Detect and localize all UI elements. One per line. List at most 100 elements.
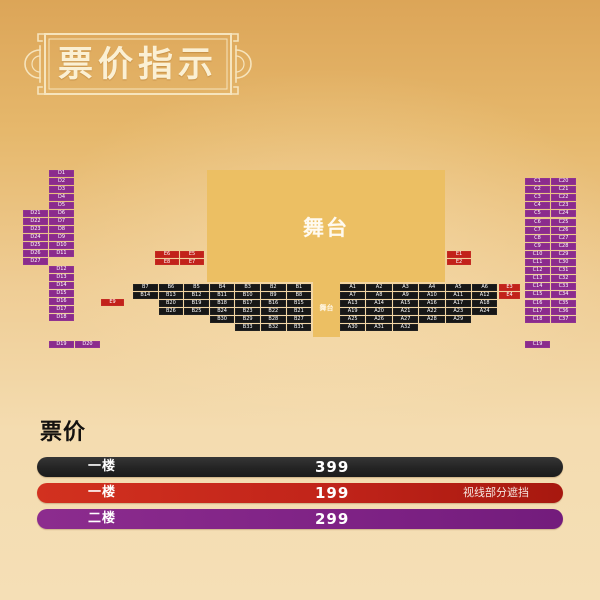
seat-c26[interactable]: C26 <box>551 226 576 234</box>
seat-d26[interactable]: D26 <box>23 250 48 257</box>
seat-a28[interactable]: A28 <box>419 316 445 323</box>
seat-b23[interactable]: B23 <box>235 308 260 315</box>
seat-c6[interactable]: C6 <box>525 218 550 226</box>
seat-d10[interactable]: D10 <box>49 242 74 249</box>
seat-b6[interactable]: B6 <box>158 284 184 291</box>
seat-c18[interactable]: C18 <box>525 315 550 323</box>
seat-d12[interactable]: D12 <box>49 266 74 273</box>
seat-c13[interactable]: C13 <box>525 275 550 283</box>
seat-c23[interactable]: C23 <box>551 202 576 210</box>
seat-a15[interactable]: A15 <box>392 300 419 307</box>
seat-c4[interactable]: C4 <box>525 202 550 210</box>
seat-d3[interactable]: D3 <box>49 186 74 193</box>
seat-b8[interactable]: B8 <box>286 292 312 299</box>
seat-c32[interactable]: C32 <box>551 275 576 283</box>
seat-b1[interactable]: B1 <box>286 284 312 291</box>
seat-c25[interactable]: C25 <box>551 218 576 226</box>
seat-c33[interactable]: C33 <box>551 283 576 291</box>
seat-b30[interactable]: B30 <box>209 316 235 323</box>
seat-d15[interactable]: D15 <box>49 290 74 297</box>
seat-b32[interactable]: B32 <box>261 324 286 331</box>
seat-a18[interactable]: A18 <box>472 300 498 307</box>
seat-c9[interactable]: C9 <box>525 242 550 250</box>
seat-d1[interactable]: D1 <box>49 170 74 177</box>
seat-b22[interactable]: B22 <box>261 308 286 315</box>
seat-d20[interactable]: D20 <box>75 341 100 348</box>
seat-c17[interactable]: C17 <box>525 307 550 315</box>
seat-c8[interactable]: C8 <box>525 234 550 242</box>
seat-e8[interactable]: E8 <box>155 258 179 265</box>
seat-b4[interactable]: B4 <box>209 284 235 291</box>
seat-b11[interactable]: B11 <box>209 292 235 299</box>
seat-b9[interactable]: B9 <box>261 292 286 299</box>
seat-b13[interactable]: B13 <box>158 292 184 299</box>
seat-b18[interactable]: B18 <box>209 300 235 307</box>
seat-a9[interactable]: A9 <box>392 292 419 299</box>
seat-d23[interactable]: D23 <box>23 226 48 233</box>
seat-a14[interactable]: A14 <box>366 300 392 307</box>
seat-b25[interactable]: B25 <box>184 308 209 315</box>
seat-a1[interactable]: A1 <box>340 284 366 291</box>
seat-a29[interactable]: A29 <box>445 316 471 323</box>
seat-e7[interactable]: E7 <box>180 258 204 265</box>
seat-a24[interactable]: A24 <box>472 308 498 315</box>
seat-a16[interactable]: A16 <box>419 300 445 307</box>
seat-a22[interactable]: A22 <box>419 308 445 315</box>
seat-e5[interactable]: E5 <box>180 251 204 258</box>
seat-d7[interactable]: D7 <box>49 218 74 225</box>
seat-c16[interactable]: C16 <box>525 299 550 307</box>
seat-c21[interactable]: C21 <box>551 186 576 194</box>
seat-a30[interactable]: A30 <box>340 324 366 331</box>
seat-b14[interactable]: B14 <box>133 292 158 299</box>
seat-c22[interactable]: C22 <box>551 194 576 202</box>
seat-d24[interactable]: D24 <box>23 234 48 241</box>
seat-d21[interactable]: D21 <box>23 210 48 217</box>
seat-a12[interactable]: A12 <box>472 292 498 299</box>
seat-e9[interactable]: E9 <box>101 299 124 306</box>
seat-d11[interactable]: D11 <box>49 250 74 257</box>
seat-b2[interactable]: B2 <box>261 284 286 291</box>
seat-b15[interactable]: B15 <box>286 300 312 307</box>
seat-c15[interactable]: C15 <box>525 291 550 299</box>
seat-a27[interactable]: A27 <box>392 316 419 323</box>
seat-b26[interactable]: B26 <box>158 308 184 315</box>
seat-d14[interactable]: D14 <box>49 282 74 289</box>
seat-c28[interactable]: C28 <box>551 242 576 250</box>
seat-a11[interactable]: A11 <box>445 292 471 299</box>
seat-c7[interactable]: C7 <box>525 226 550 234</box>
seat-a2[interactable]: A2 <box>366 284 392 291</box>
seat-b16[interactable]: B16 <box>261 300 286 307</box>
seat-a3[interactable]: A3 <box>392 284 419 291</box>
seat-d5[interactable]: D5 <box>49 202 74 209</box>
seat-b17[interactable]: B17 <box>235 300 260 307</box>
seat-e2[interactable]: E2 <box>447 258 471 265</box>
seat-a7[interactable]: A7 <box>340 292 366 299</box>
seat-d2[interactable]: D2 <box>49 178 74 185</box>
seat-c29[interactable]: C29 <box>551 250 576 258</box>
seat-b29[interactable]: B29 <box>235 316 260 323</box>
seat-c12[interactable]: C12 <box>525 267 550 275</box>
seat-d27[interactable]: D27 <box>23 258 48 265</box>
seat-e6[interactable]: E6 <box>155 251 179 258</box>
seat-d13[interactable]: D13 <box>49 274 74 281</box>
seat-a26[interactable]: A26 <box>366 316 392 323</box>
seat-c3[interactable]: C3 <box>525 194 550 202</box>
seat-b27[interactable]: B27 <box>286 316 312 323</box>
seat-a17[interactable]: A17 <box>445 300 471 307</box>
seat-d25[interactable]: D25 <box>23 242 48 249</box>
seat-a31[interactable]: A31 <box>366 324 392 331</box>
seat-b5[interactable]: B5 <box>184 284 209 291</box>
seat-c35[interactable]: C35 <box>551 299 576 307</box>
seat-e4[interactable]: E4 <box>499 292 520 299</box>
seat-d19[interactable]: D19 <box>49 341 74 348</box>
seat-c37[interactable]: C37 <box>551 315 576 323</box>
seat-d22[interactable]: D22 <box>23 218 48 225</box>
seat-b31[interactable]: B31 <box>286 324 312 331</box>
seat-c24[interactable]: C24 <box>551 210 576 218</box>
seat-c19[interactable]: C19 <box>525 341 550 348</box>
seat-d4[interactable]: D4 <box>49 194 74 201</box>
seat-c31[interactable]: C31 <box>551 267 576 275</box>
seat-c2[interactable]: C2 <box>525 186 550 194</box>
seat-b7[interactable]: B7 <box>133 284 158 291</box>
seat-a5[interactable]: A5 <box>445 284 471 291</box>
